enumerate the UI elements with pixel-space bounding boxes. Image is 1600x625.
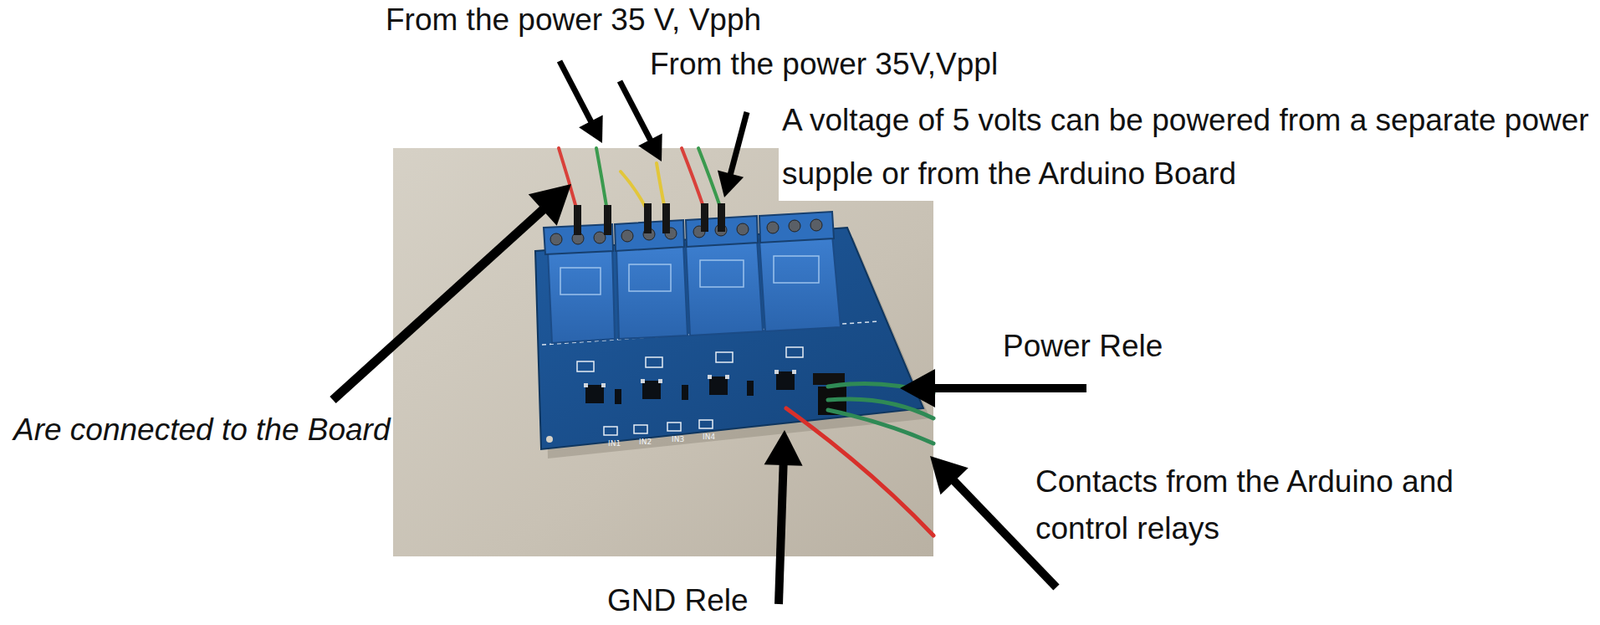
arrow-head bbox=[528, 184, 572, 226]
arrow-head bbox=[899, 368, 936, 408]
arrow-head bbox=[717, 169, 744, 198]
leader-line bbox=[619, 81, 651, 142]
power-label: From the power 35V,Vppl bbox=[649, 46, 998, 83]
leader-line bbox=[933, 383, 1087, 393]
arrow-head bbox=[578, 114, 604, 144]
part-label: Power Rele bbox=[1002, 327, 1163, 365]
leader-line bbox=[332, 209, 544, 400]
arrow-head bbox=[764, 429, 803, 466]
arrow-head bbox=[638, 132, 663, 162]
leader-line bbox=[559, 61, 592, 123]
leader-line bbox=[778, 463, 784, 604]
pin-name: IN1 bbox=[608, 439, 621, 448]
part-label: GND Rele bbox=[607, 582, 749, 619]
note-label: Are connected to the Board bbox=[10, 411, 394, 449]
pin-name: IN2 bbox=[638, 438, 652, 446]
pin-name: IN4 bbox=[702, 433, 716, 441]
supply-note: A voltage of 5 volts can be powered from… bbox=[778, 93, 1597, 201]
pin-name: IN3 bbox=[671, 435, 685, 444]
note-label: Contacts from the Arduino and control re… bbox=[1035, 458, 1471, 553]
leader-line bbox=[730, 112, 747, 176]
arrow-head bbox=[930, 455, 969, 495]
power-label: From the power 35 V, Vpph bbox=[385, 1, 762, 39]
